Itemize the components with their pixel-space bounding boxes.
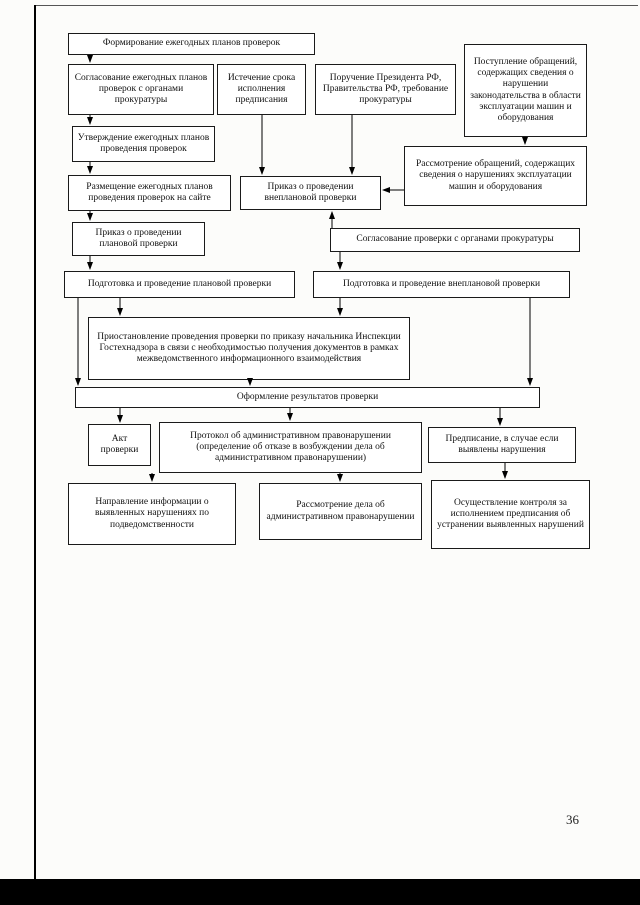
node-case-review: Рассмотрение дела об административном пр… [259,483,422,540]
node-plans-adoption: Утверждение ежегодных планов проведения … [72,126,215,162]
node-control: Осуществление контроля за исполнением пр… [431,480,590,549]
node-appeals-review: Рассмотрение обращений, содержащих сведе… [404,146,587,206]
node-scheduled-inspection: Подготовка и проведение плановой проверк… [64,271,295,298]
node-prescription: Предписание, в случае если выявлены нару… [428,427,576,463]
page-edge-left [34,5,36,881]
node-form-plans: Формирование ежегодных планов проверок [68,33,315,55]
node-plans-publication: Размещение ежегодных планов проведения п… [68,175,231,211]
node-president-order: Поручение Президента РФ, Правительства Р… [315,64,456,115]
node-info-forwarding: Направление информации о выявленных нару… [68,483,236,545]
page-number: 36 [566,812,579,827]
page-edge-bottom [0,879,640,905]
node-act: Акт проверки [88,424,151,466]
node-appeals-received: Поступление обращений, содержащих сведен… [464,44,587,137]
node-suspension: Приостановление проведения проверки по п… [88,317,410,380]
node-unscheduled-inspection: Подготовка и проведение внеплановой пров… [313,271,570,298]
node-results: Оформление результатов проверки [75,387,540,408]
node-unscheduled-order: Приказ о проведении внеплановой проверки [240,176,381,210]
node-deadline-expiry: Истечение срока исполнения предписания [217,64,306,115]
node-scheduled-order: Приказ о проведении плановой проверки [72,222,205,256]
node-plans-approval: Согласование ежегодных планов проверок с… [68,64,214,115]
node-inspection-approval: Согласование проверки с органами прокура… [330,228,580,252]
page-edge-top [34,5,638,6]
node-protocol: Протокол об административном правонаруше… [159,422,422,473]
